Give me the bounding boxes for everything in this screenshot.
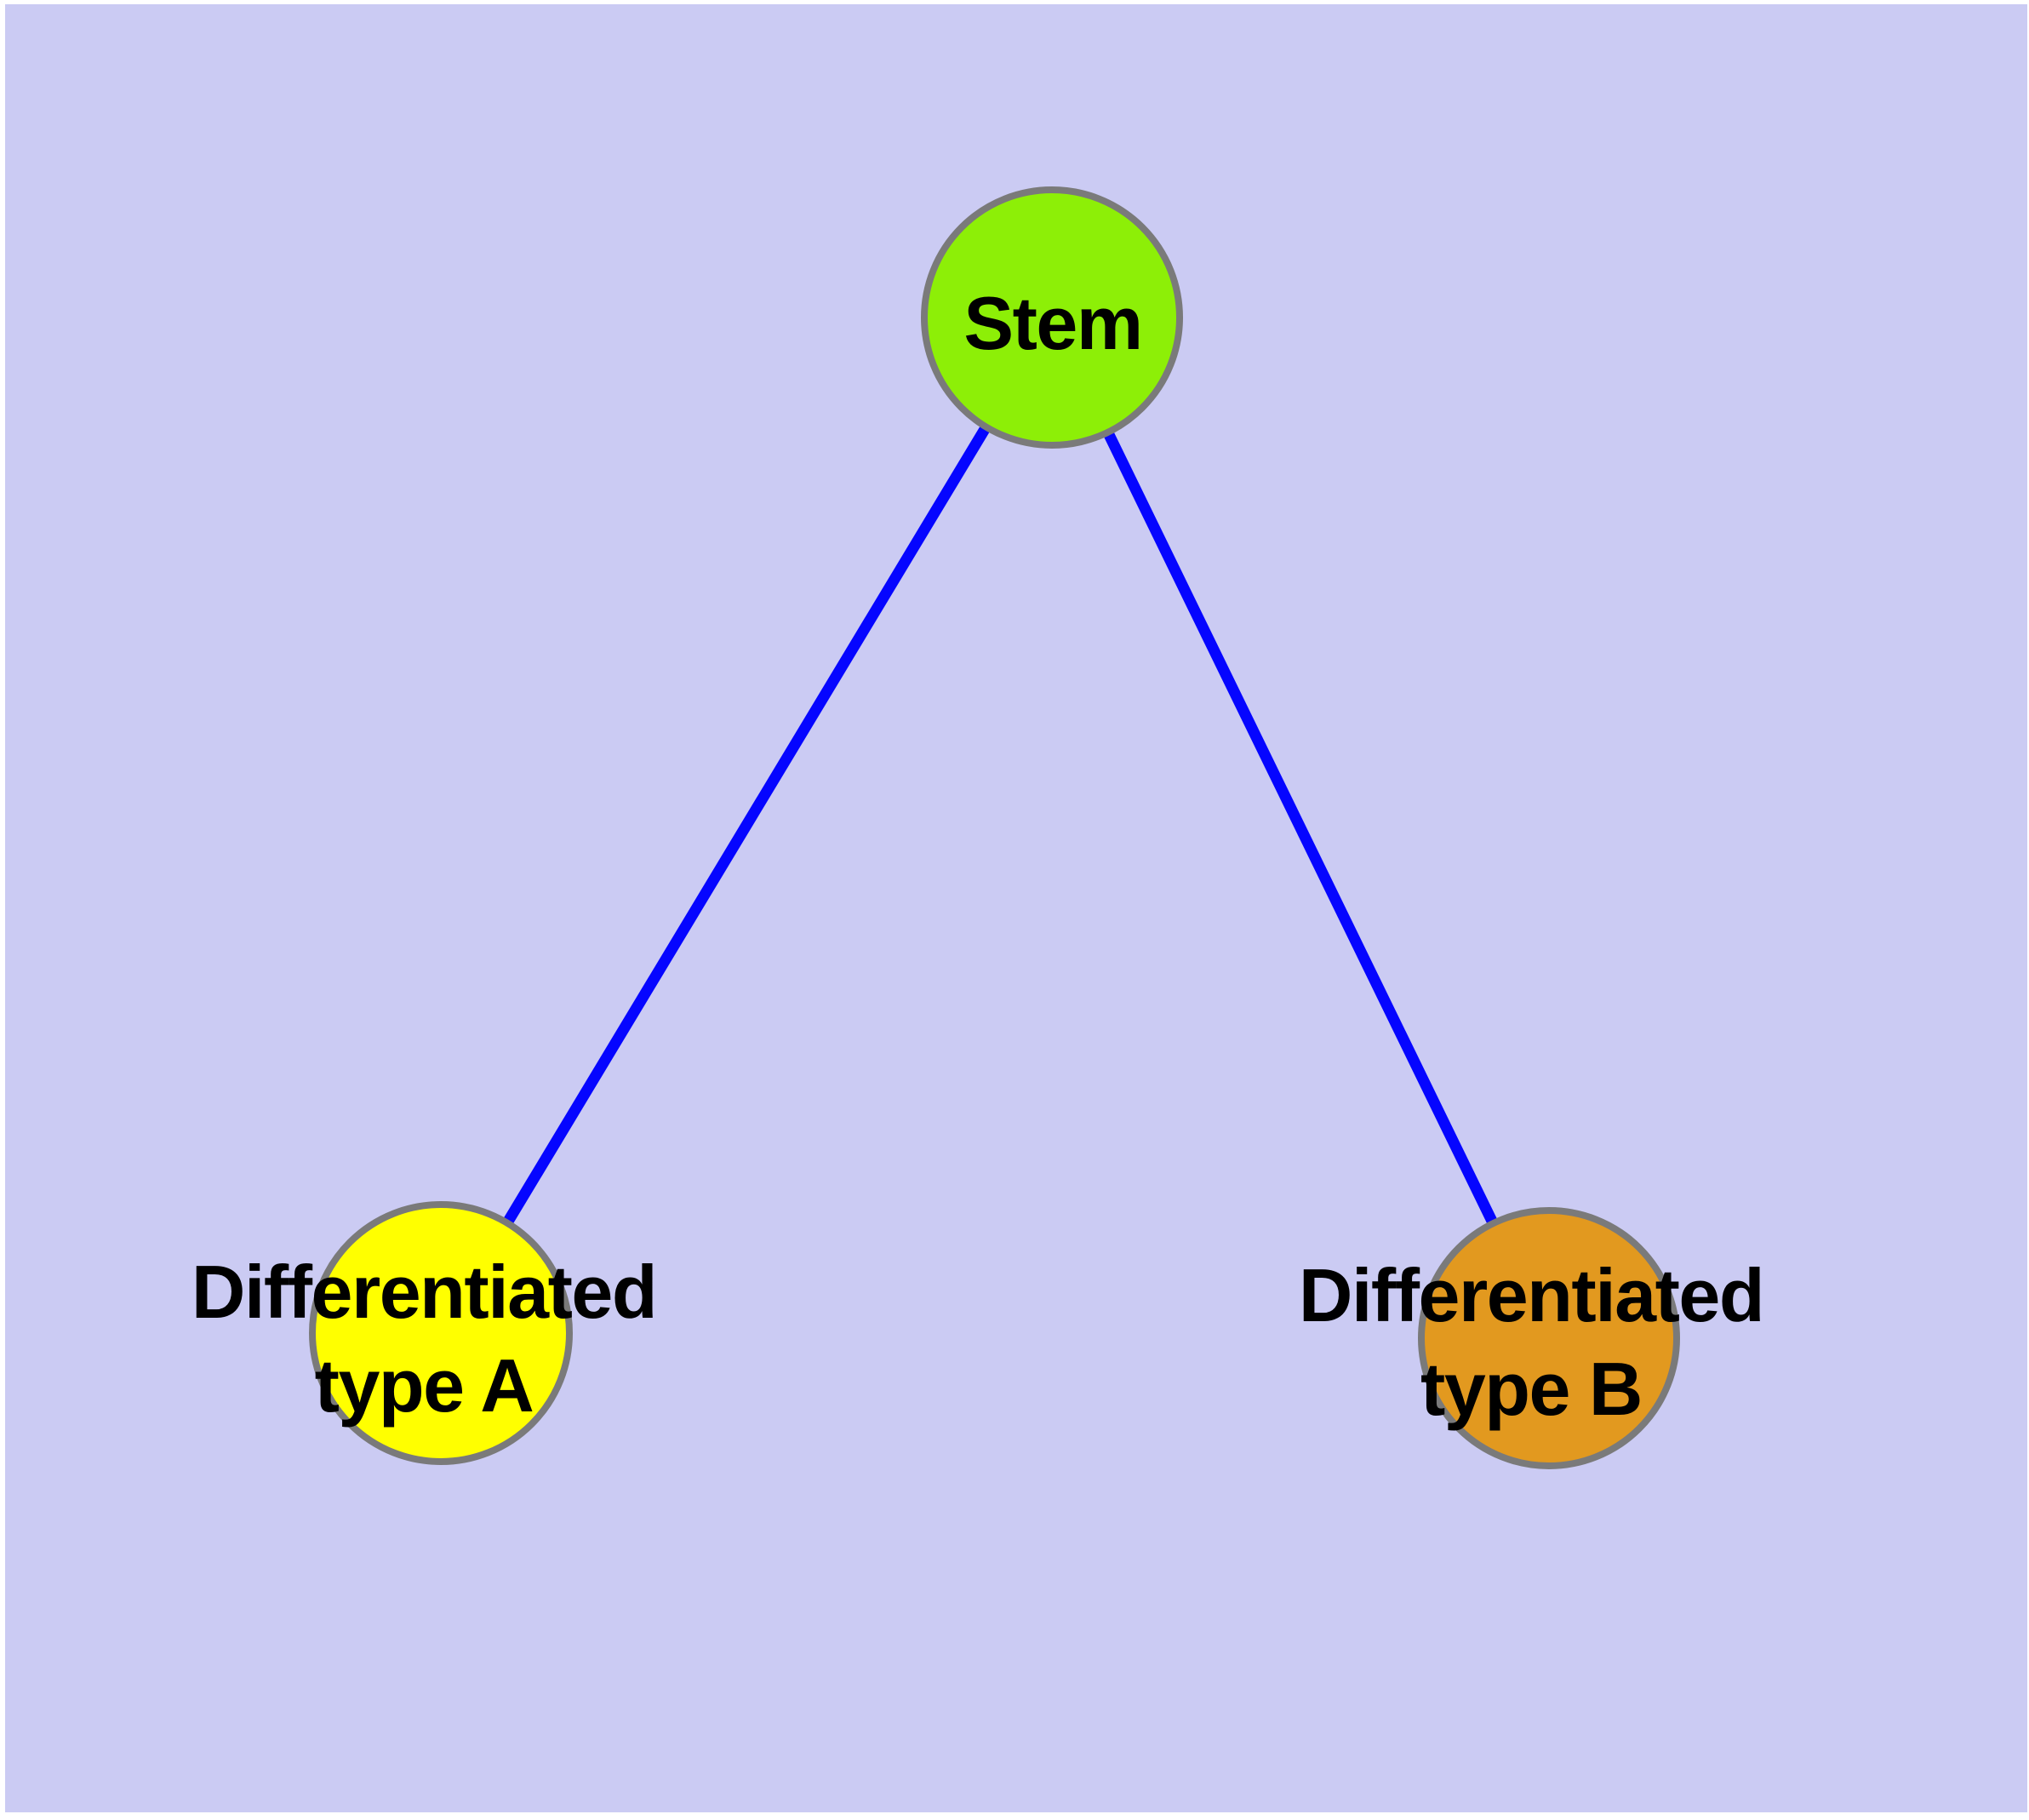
node-stem-label: Stem [963,281,1143,365]
node-type-a-label: Differentiated type A [191,1250,658,1428]
edge-stem-to-type-b [1046,312,1555,1344]
node-type-a-label-line2: type A [315,1343,534,1428]
node-type-a-circle [309,1201,573,1465]
node-type-b-label-line1: Differentiated [1299,1253,1763,1337]
node-stem-label-text: Stem [963,281,1141,365]
node-type-b-circle [1418,1207,1680,1469]
node-stem-circle [921,186,1183,449]
node-type-b-label: Differentiated type B [1299,1253,1765,1431]
node-type-b-label-line2: type B [1420,1347,1642,1431]
node-type-a-label-line1: Differentiated [191,1250,656,1334]
edge-stem-to-type-a [435,312,1058,1339]
